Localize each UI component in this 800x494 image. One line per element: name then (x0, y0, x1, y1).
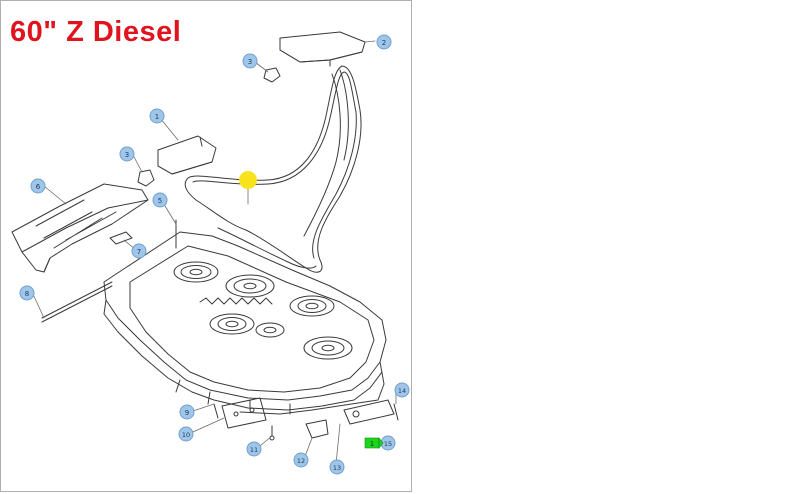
callout-15[interactable]: 15 (380, 435, 396, 451)
svg-text:14: 14 (398, 387, 406, 395)
clip-bracket (305, 419, 329, 439)
svg-text:2: 2 (382, 39, 386, 47)
svg-text:6: 6 (36, 183, 41, 191)
pulley-left (173, 261, 219, 283)
roller-bracket (343, 399, 395, 425)
callout-12[interactable]: 12 (293, 452, 309, 468)
callout-10[interactable]: 10 (178, 426, 194, 442)
svg-text:5: 5 (158, 197, 162, 205)
deflector-latch (109, 231, 133, 245)
bracket-top (263, 67, 281, 83)
pulley-center-top (225, 274, 275, 298)
callout-13[interactable]: 13 (329, 459, 345, 475)
svg-text:13: 13 (333, 464, 341, 472)
svg-text:1: 1 (155, 113, 159, 121)
pulley-left-bottom (209, 313, 255, 335)
callout-3-top[interactable]: 3 (242, 53, 258, 69)
callout-5[interactable]: 5 (152, 192, 168, 208)
discharge-deflector (11, 183, 149, 273)
callout-7[interactable]: 7 (131, 243, 147, 259)
mower-deck (103, 231, 387, 415)
belt-cover-side (157, 135, 217, 175)
leader-lines (31, 40, 397, 465)
callout-14[interactable]: 14 (394, 382, 410, 398)
quantity-badge[interactable]: 1 (364, 437, 384, 449)
svg-text:12: 12 (297, 457, 305, 465)
callout-8[interactable]: 8 (19, 285, 35, 301)
bolt-small (269, 425, 275, 441)
svg-text:9: 9 (185, 409, 189, 417)
svg-text:3: 3 (125, 151, 129, 159)
hardware-9 (213, 403, 219, 419)
bolt-right (393, 403, 399, 421)
callout-9[interactable]: 9 (179, 404, 195, 420)
bracket-side (137, 169, 155, 187)
callout-6[interactable]: 6 (30, 178, 46, 194)
svg-text:3: 3 (248, 58, 252, 66)
callout-2[interactable]: 2 (376, 34, 392, 50)
svg-text:11: 11 (250, 446, 258, 454)
pulley-idler (255, 322, 285, 338)
diagram-border (0, 0, 412, 492)
svg-text:10: 10 (182, 431, 190, 439)
svg-text:1: 1 (370, 440, 374, 448)
idler-spring (199, 297, 273, 305)
callout-3-side[interactable]: 3 (119, 146, 135, 162)
callout-1[interactable]: 1 (149, 108, 165, 124)
bracket-plate (221, 397, 267, 429)
belt-cover-top (279, 31, 366, 67)
belt-highlight[interactable] (239, 171, 257, 189)
page-title: 60" Z Diesel (10, 16, 182, 48)
svg-text:8: 8 (25, 290, 29, 298)
drive-belt (184, 65, 362, 273)
svg-text:7: 7 (137, 248, 141, 256)
deflector-rod (41, 281, 113, 323)
callout-11[interactable]: 11 (246, 441, 262, 457)
svg-text:15: 15 (384, 440, 392, 448)
pulley-right-top (289, 295, 335, 317)
pulley-right (303, 336, 353, 360)
